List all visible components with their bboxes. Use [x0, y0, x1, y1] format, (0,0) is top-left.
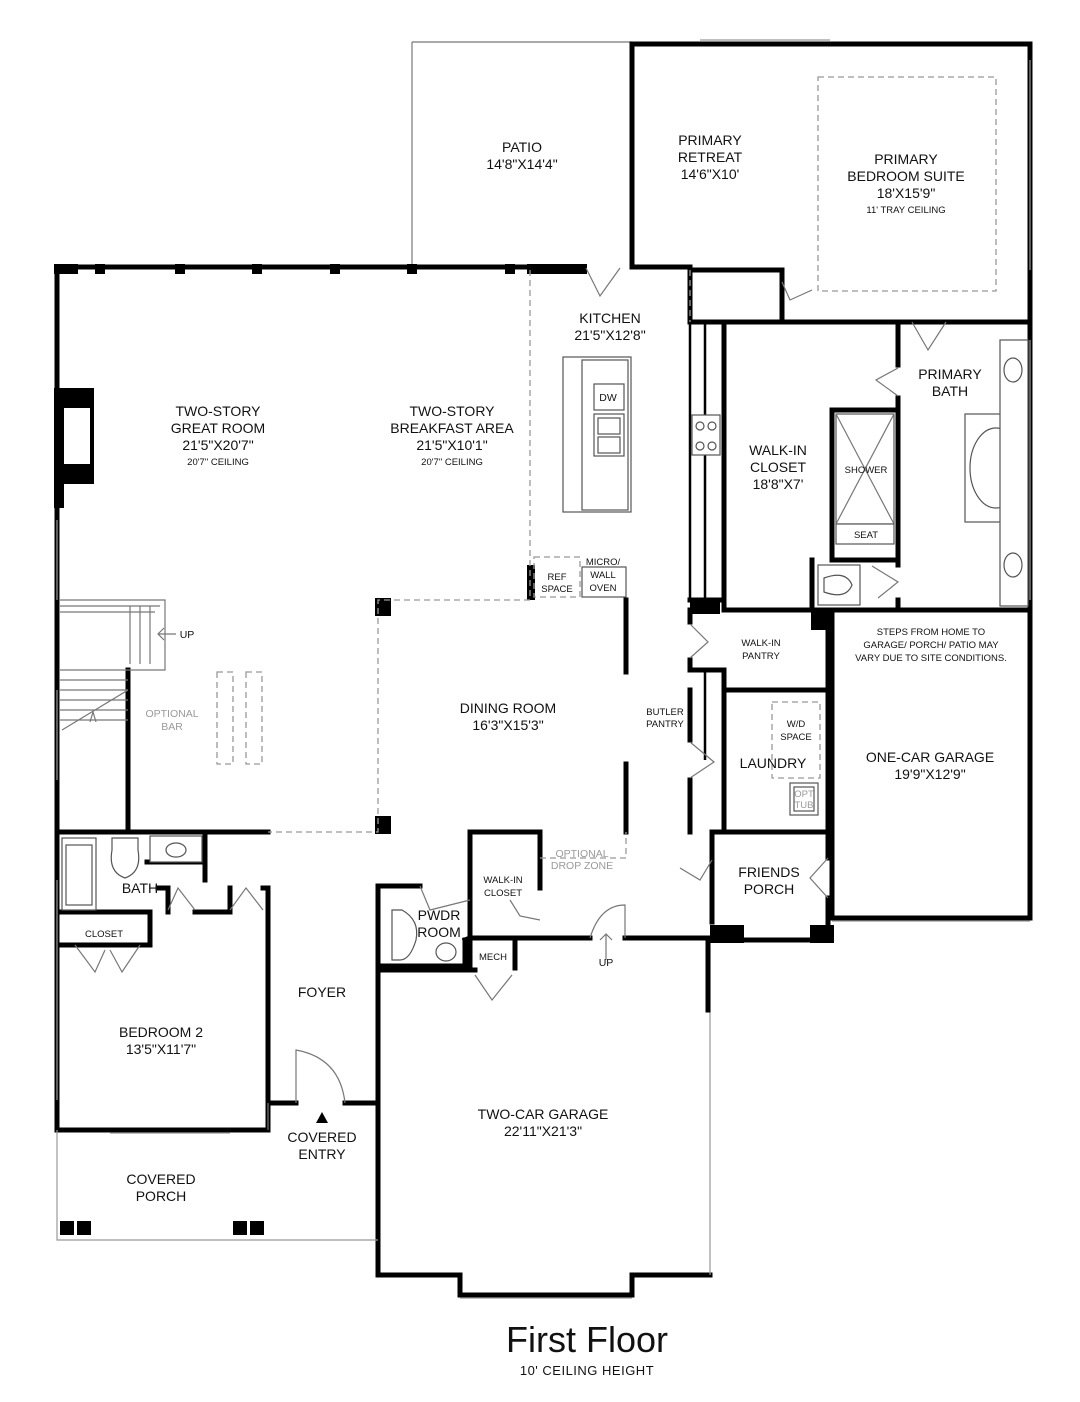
primary-suite-line1: PRIMARY	[874, 151, 938, 167]
micro-line2: WALL	[590, 570, 616, 581]
walk-in-pantry-line1: WALK-IN	[741, 638, 780, 649]
garage-note-line1: STEPS FROM HOME TO	[877, 627, 985, 638]
shower-label: SHOWER	[845, 465, 888, 476]
structural-walls	[54, 41, 1033, 1298]
kitchen-island	[562, 356, 721, 598]
breakfast-note: 20'7" CEILING	[421, 457, 483, 468]
micro-line3: OVEN	[590, 583, 617, 594]
great-room-note: 20'7" CEILING	[187, 457, 249, 468]
one-car-garage-dims: 19'9"X12'9"	[894, 766, 965, 782]
covered-porch-line1: COVERED	[126, 1171, 195, 1187]
windows	[56, 39, 1031, 1299]
walk-in-closet-hall-line1: WALK-IN	[483, 875, 522, 886]
mech-label: MECH	[479, 952, 507, 963]
wd-space-line2: SPACE	[780, 732, 812, 743]
butler-pantry-line1: BUTLER	[646, 707, 684, 718]
bath-label: BATH	[122, 880, 158, 896]
bedroom2-dims: 13'5"X11'7"	[126, 1041, 196, 1057]
fireplace	[64, 408, 90, 464]
wd-space-line1: W/D	[787, 719, 806, 730]
bath-fixtures	[61, 835, 457, 962]
walk-in-closet-primary-line2: CLOSET	[750, 459, 806, 475]
primary-suite-dims: 18'X15'9"	[877, 185, 936, 201]
patio-dims: 14'8"X14'4"	[486, 156, 557, 172]
bedroom2-name: BEDROOM 2	[119, 1024, 203, 1040]
covered-porch-line2: PORCH	[136, 1188, 187, 1204]
walk-in-closet-hall-line2: CLOSET	[484, 888, 522, 899]
dining-dims: 16'3"X15'3"	[472, 717, 543, 733]
foyer-label: FOYER	[298, 984, 346, 1000]
micro-line1: MICRO/	[586, 557, 621, 568]
great-room-line2: GREAT ROOM	[171, 420, 265, 436]
opt-tub-line1: OPT	[794, 789, 814, 800]
optional-bar-line2: BAR	[161, 721, 183, 733]
patio-name: PATIO	[502, 139, 542, 155]
plan-title: First Floor	[506, 1319, 668, 1360]
laundry-tub	[789, 782, 819, 816]
breakfast-line2: BREAKFAST AREA	[390, 420, 514, 436]
covered-entry-line2: ENTRY	[298, 1146, 346, 1162]
primary-retreat-line1: PRIMARY	[678, 132, 742, 148]
room-labels: PATIO 14'8"X14'4" PRIMARY RETREAT 14'6"X…	[85, 132, 1007, 1204]
closet-label: CLOSET	[85, 929, 123, 940]
laundry-label: LAUNDRY	[740, 755, 807, 771]
garage-note-line2: GARAGE/ PORCH/ PATIO MAY	[863, 640, 999, 651]
primary-suite-note: 11' TRAY CEILING	[866, 205, 945, 216]
garage-note-line3: VARY DUE TO SITE CONDITIONS.	[855, 653, 1007, 664]
friends-porch-line2: PORCH	[744, 881, 795, 897]
pwdr-line1: PWDR	[418, 907, 461, 923]
covered-entry-line1: COVERED	[287, 1129, 356, 1145]
walk-in-pantry-line2: PANTRY	[742, 651, 780, 662]
kitchen-name: KITCHEN	[579, 310, 640, 326]
kitchen-dims: 21'5"X12'8"	[574, 327, 645, 343]
primary-bath-fixtures	[817, 339, 1029, 607]
friends-porch-line1: FRIENDS	[738, 864, 799, 880]
pwdr-line2: ROOM	[417, 924, 461, 940]
arrows	[157, 627, 613, 1123]
two-car-garage-name: TWO-CAR GARAGE	[478, 1106, 609, 1122]
plan-subtitle: 10' CEILING HEIGHT	[520, 1363, 654, 1378]
drop-zone-line2: DROP ZONE	[551, 860, 613, 872]
great-room-line1: TWO-STORY	[175, 403, 261, 419]
great-room-dims: 21'5"X20'7"	[182, 437, 253, 453]
stair-up-label: UP	[180, 629, 195, 641]
door-swings	[74, 267, 947, 1104]
ref-space-line2: SPACE	[541, 584, 573, 595]
dining-name: DINING ROOM	[460, 700, 556, 716]
primary-bath-line1: PRIMARY	[918, 366, 982, 382]
dashed-outlines	[216, 76, 997, 859]
primary-bath-line2: BATH	[932, 383, 968, 399]
staircase	[60, 599, 166, 731]
walk-in-closet-primary-line1: WALK-IN	[749, 442, 807, 458]
two-car-garage-dims: 22'11"X21'3"	[504, 1123, 582, 1139]
breakfast-dims: 21'5"X10'1"	[416, 437, 487, 453]
walk-in-closet-primary-dims: 18'8"X7'	[753, 476, 804, 492]
ref-space-line1: REF	[548, 572, 567, 583]
primary-suite-line2: BEDROOM SUITE	[847, 168, 964, 184]
butler-pantry-line2: PANTRY	[646, 719, 684, 730]
seat-label: SEAT	[854, 530, 878, 541]
opt-tub-line2: TUB	[795, 800, 814, 811]
one-car-garage-name: ONE-CAR GARAGE	[866, 749, 994, 765]
primary-retreat-dims: 14'6"X10'	[681, 166, 740, 182]
optional-bar-line1: OPTIONAL	[145, 708, 198, 720]
dw-label: DW	[599, 392, 617, 404]
primary-retreat-line2: RETREAT	[678, 149, 743, 165]
drop-zone-line1: OPTIONAL	[555, 848, 608, 860]
breakfast-line1: TWO-STORY	[409, 403, 495, 419]
garage-up-label: UP	[599, 957, 614, 969]
